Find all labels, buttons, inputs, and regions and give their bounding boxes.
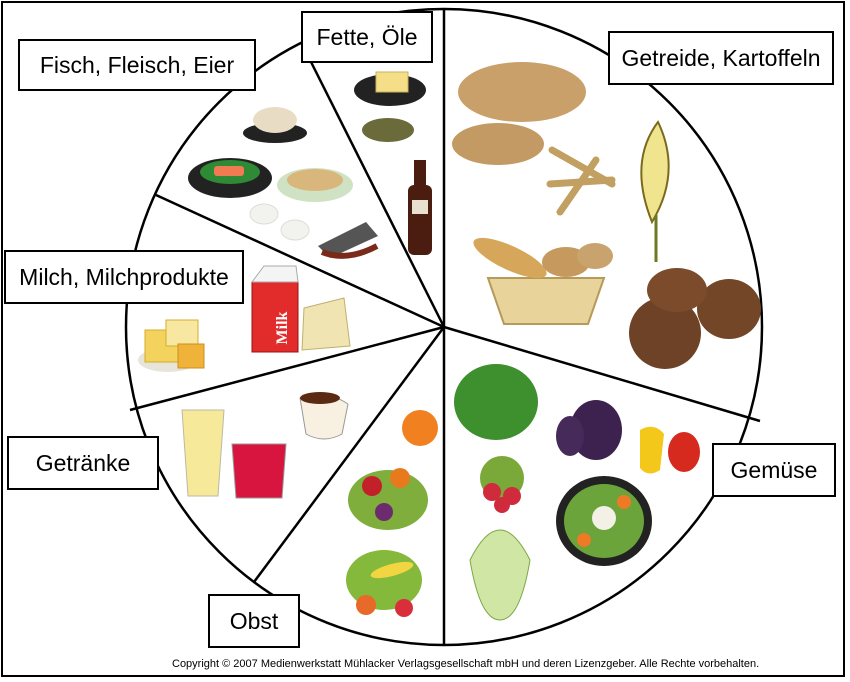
label-obst: Obst [208, 594, 300, 648]
label-fisch-fleisch-eier: Fisch, Fleisch, Eier [18, 39, 256, 91]
label-fette-oele: Fette, Öle [301, 11, 433, 63]
fats-oils-illustration [354, 71, 432, 255]
segment-dividers [129, 9, 761, 645]
fruit-illustration [346, 410, 438, 617]
meat-fish-eggs-illustration [188, 107, 379, 259]
vegetables-illustration [454, 364, 700, 621]
label-milch-milchprodukte: Milch, Milchprodukte [4, 250, 244, 304]
label-gemuese: Gemüse [712, 443, 836, 497]
label-getraenke: Getränke [7, 436, 159, 490]
milk-carton-text: Milk [274, 311, 291, 344]
drinks-illustration [181, 392, 349, 499]
label-getreide-kartoffeln: Getreide, Kartoffeln [608, 31, 834, 85]
grains-potatoes-illustration [452, 62, 761, 369]
dairy-illustration: Milk [138, 265, 351, 372]
copyright-notice: Copyright © 2007 Medienwerkstatt Mühlack… [172, 658, 760, 670]
